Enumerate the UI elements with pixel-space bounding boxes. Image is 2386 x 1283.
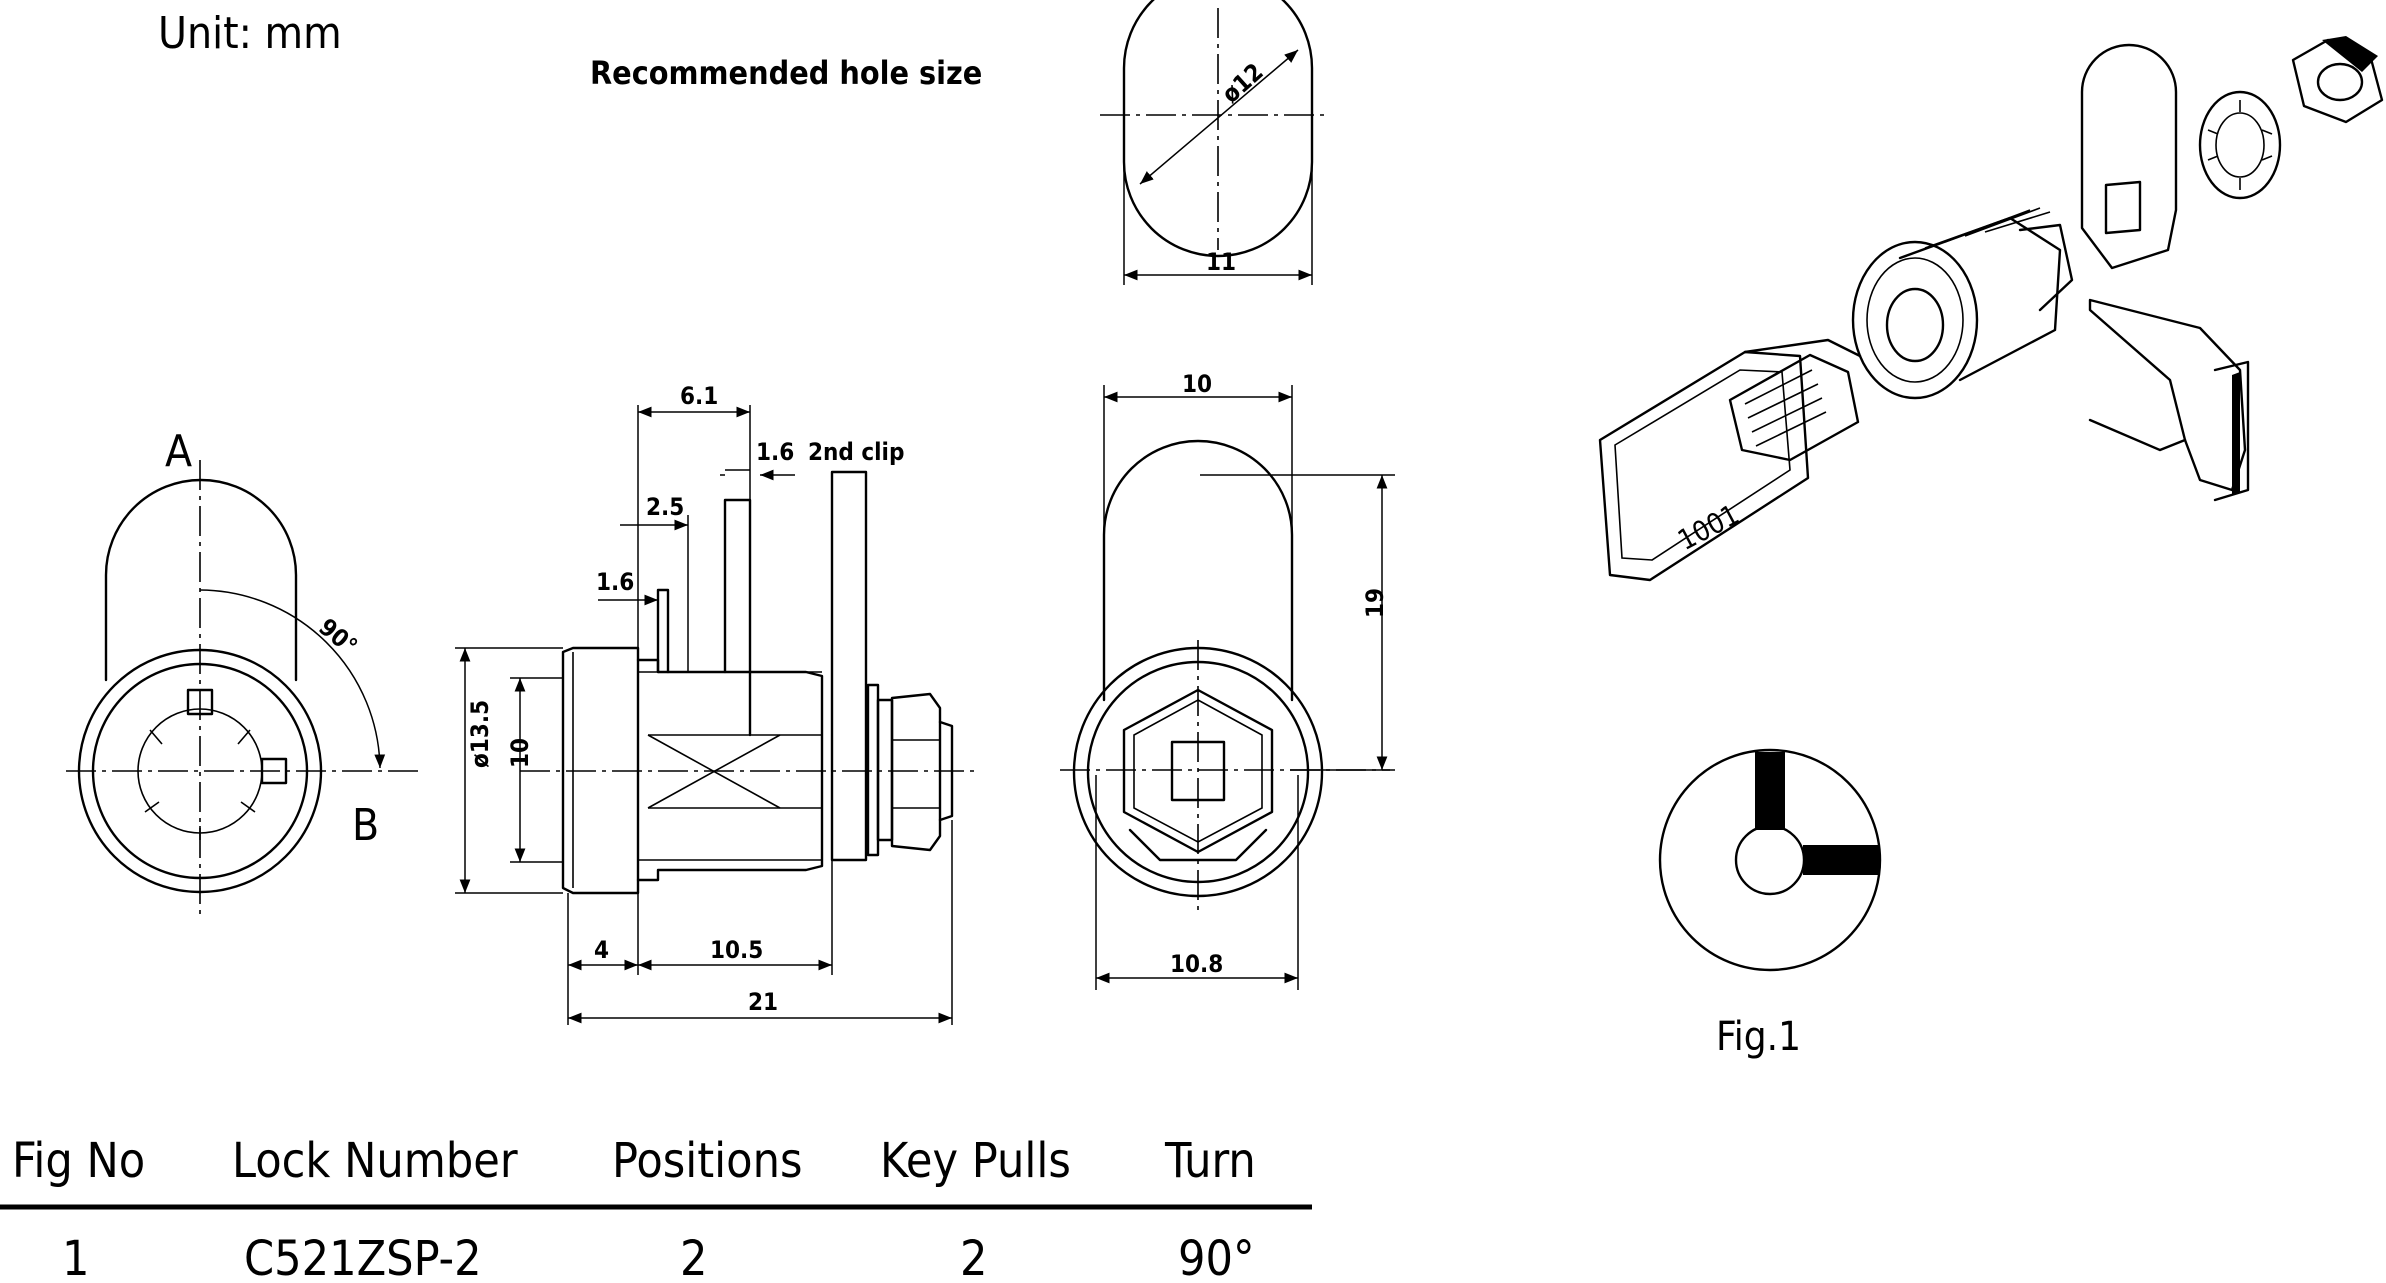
- cell-fig-no: 1: [62, 1231, 89, 1283]
- header-key-pulls: Key Pulls: [880, 1133, 1071, 1189]
- header-turn: Turn: [1164, 1133, 1256, 1189]
- cell-positions: 2: [680, 1231, 707, 1283]
- key-illustration: 1001: [1598, 338, 1862, 582]
- lock-barrel: [1851, 207, 2074, 400]
- header-positions: Positions: [612, 1133, 802, 1189]
- label-a: A: [165, 426, 192, 477]
- dim-2-5: 2.5: [646, 493, 684, 521]
- cell-key-pulls: 2: [960, 1231, 987, 1283]
- dim-1-6-clip: 1.6: [756, 438, 794, 466]
- key-code: 1001: [1672, 498, 1744, 557]
- dim-back-10-8: 10.8: [1170, 950, 1223, 978]
- label-b: B: [352, 800, 379, 851]
- exploded-view: 1001: [1598, 36, 2384, 582]
- dim-6-1: 6.1: [680, 382, 718, 410]
- figure-caption: Fig.1: [1716, 1014, 1801, 1060]
- cell-lock-number: C521ZSP-2: [244, 1231, 482, 1283]
- second-clip-note: 2nd clip: [808, 438, 904, 466]
- back-view: 10 19 10.8: [1060, 370, 1395, 990]
- dim-hole-diameter: ø12: [1217, 58, 1269, 109]
- dim-13-5: ø13.5: [466, 700, 494, 768]
- header-fig-no: Fig No: [12, 1133, 145, 1189]
- dim-4: 4: [594, 936, 609, 964]
- position-diagram: Fig.1: [1658, 748, 1882, 1060]
- hex-nut: [2291, 36, 2384, 124]
- angle-label: 90°: [313, 613, 362, 661]
- hole-size-caption: Recommended hole size: [590, 54, 982, 92]
- front-view: A B 90°: [66, 426, 420, 920]
- header-lock-number: Lock Number: [232, 1133, 518, 1189]
- hole-view: ø12 11: [1100, 0, 1330, 285]
- retaining-clip: [2088, 298, 2250, 502]
- dim-10: 10: [506, 738, 534, 768]
- cam: [2080, 43, 2178, 270]
- cell-turn: 90°: [1178, 1231, 1255, 1283]
- side-view: 6.1 1.6 2nd clip 2.5 1.6 ø13.5 10 4 10.5…: [455, 382, 980, 1025]
- dim-10-5: 10.5: [710, 936, 763, 964]
- dim-back-19: 19: [1361, 588, 1389, 618]
- dim-21: 21: [748, 988, 778, 1016]
- spec-table: Fig No Lock Number Positions Key Pulls T…: [0, 1133, 1312, 1283]
- dim-1-6: 1.6: [596, 568, 634, 596]
- dim-back-10: 10: [1182, 370, 1212, 398]
- star-washer: [2198, 90, 2282, 200]
- unit-label: Unit: mm: [158, 8, 342, 59]
- dim-hole-width: 11: [1206, 248, 1236, 276]
